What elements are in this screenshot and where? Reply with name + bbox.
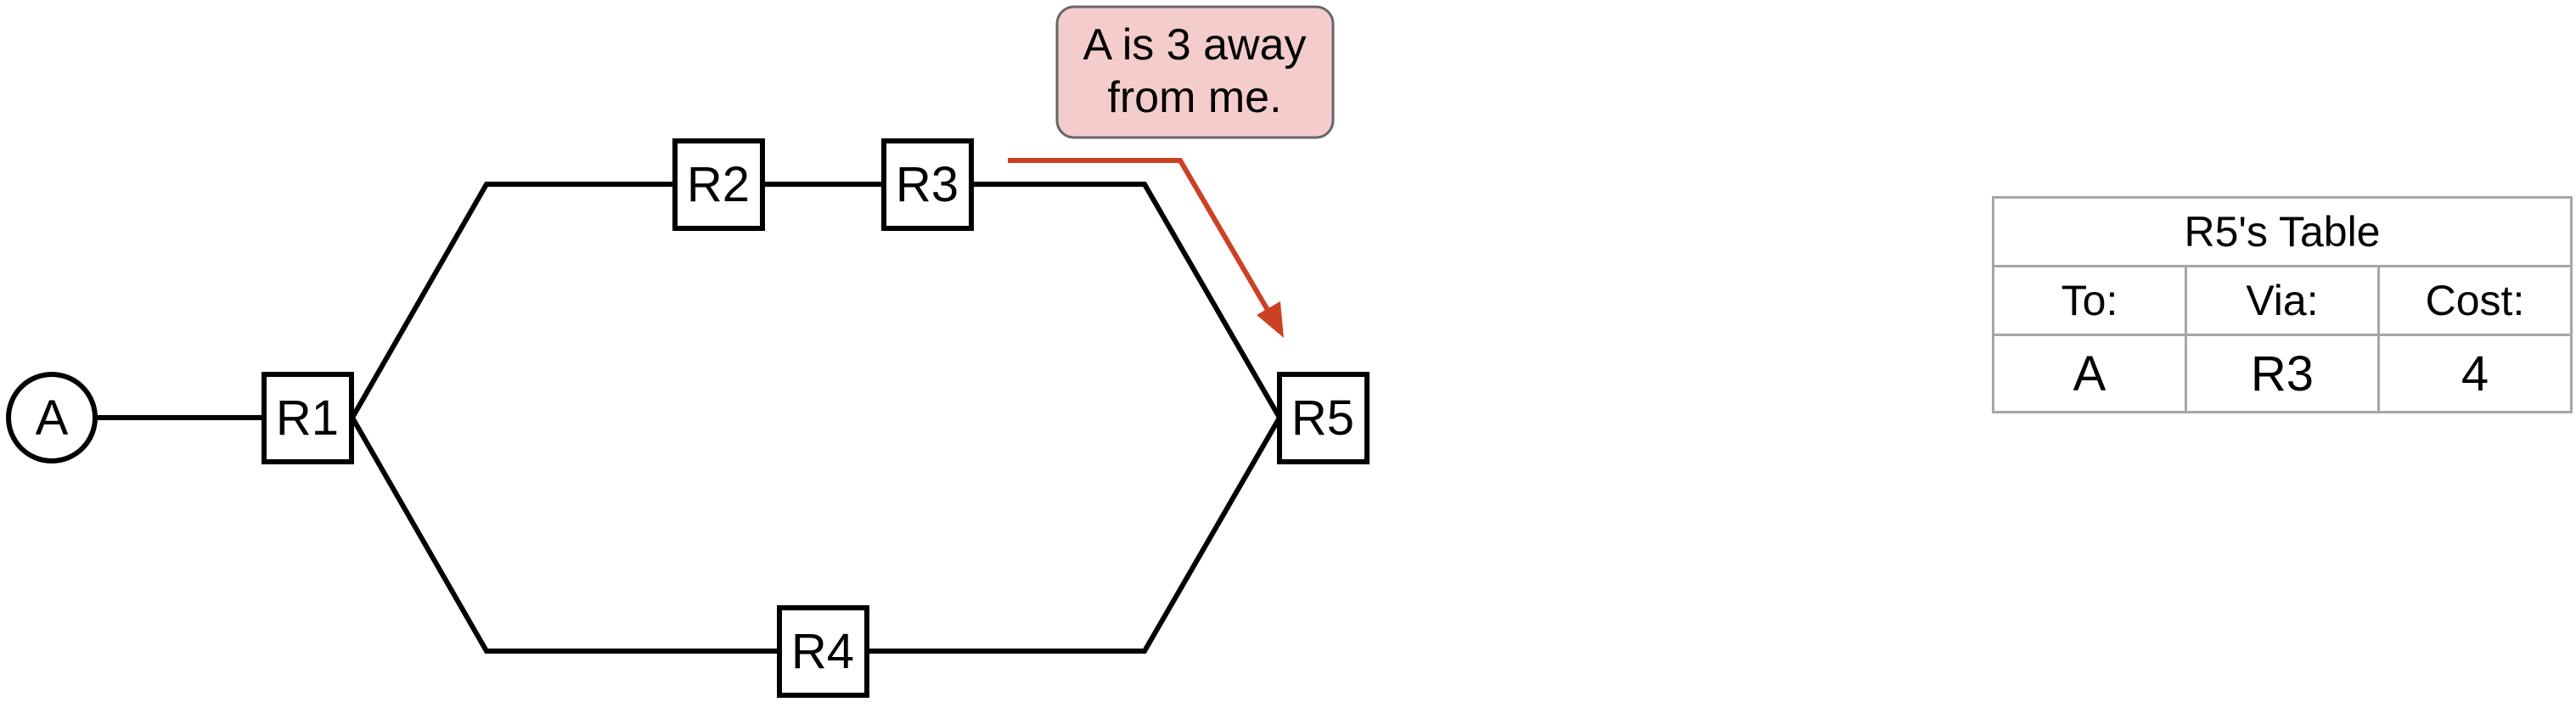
router-r3-box xyxy=(881,138,974,231)
cell-to: A xyxy=(1992,334,2187,413)
router-r4-box xyxy=(777,605,869,698)
host-a-circle xyxy=(6,372,98,463)
advertisement-arrow-head xyxy=(1257,301,1284,338)
header-via: Via: xyxy=(2185,265,2380,336)
callout-line-1: A is 3 away xyxy=(1083,20,1306,70)
header-cost: Cost: xyxy=(2377,265,2573,336)
header-to: To: xyxy=(1992,265,2187,336)
router-r2: R2 xyxy=(672,138,765,231)
router-r2-label: R2 xyxy=(687,157,750,212)
callout-bubble xyxy=(1055,5,1335,139)
router-r5-box xyxy=(1277,372,1370,464)
routing-table: R5's Table To: Via: Cost: A R3 4 xyxy=(1992,196,2573,413)
table-title: R5's Table xyxy=(1992,196,2573,267)
router-r5: R5 xyxy=(1277,372,1370,464)
callout: A is 3 away from me. xyxy=(1055,5,1335,139)
router-r4-label: R4 xyxy=(791,624,854,679)
table-row: A R3 4 xyxy=(1992,334,2573,413)
router-r1-label: R1 xyxy=(276,390,339,446)
router-r2-box xyxy=(672,138,765,231)
cell-via: R3 xyxy=(2185,334,2380,413)
link-r1-r2 xyxy=(350,182,675,419)
table-header-row: To: Via: Cost: xyxy=(1992,265,2573,336)
advertisement-arrow xyxy=(1008,158,1274,317)
link-r3-r5 xyxy=(972,182,1282,419)
cell-cost: 4 xyxy=(2377,334,2573,413)
callout-line-2: from me. xyxy=(1107,73,1281,122)
network-diagram: A R1 R2 R3 R4 R5 A is 3 away from me. xyxy=(6,5,1370,698)
r5-routing-table: R5's Table To: Via: Cost: A R3 4 xyxy=(1992,196,2573,413)
links xyxy=(98,182,1282,654)
link-r4-r5 xyxy=(867,416,1282,654)
table-title-row: R5's Table xyxy=(1992,196,2573,267)
router-r1-box xyxy=(262,372,354,464)
router-r1: R1 xyxy=(262,372,354,464)
router-r3: R3 xyxy=(881,138,974,231)
router-r5-label: R5 xyxy=(1291,390,1354,446)
host-a: A xyxy=(6,372,98,463)
link-r1-r4 xyxy=(350,416,779,654)
host-a-label: A xyxy=(36,390,69,446)
router-r4: R4 xyxy=(777,605,869,698)
router-r3-label: R3 xyxy=(896,157,959,212)
